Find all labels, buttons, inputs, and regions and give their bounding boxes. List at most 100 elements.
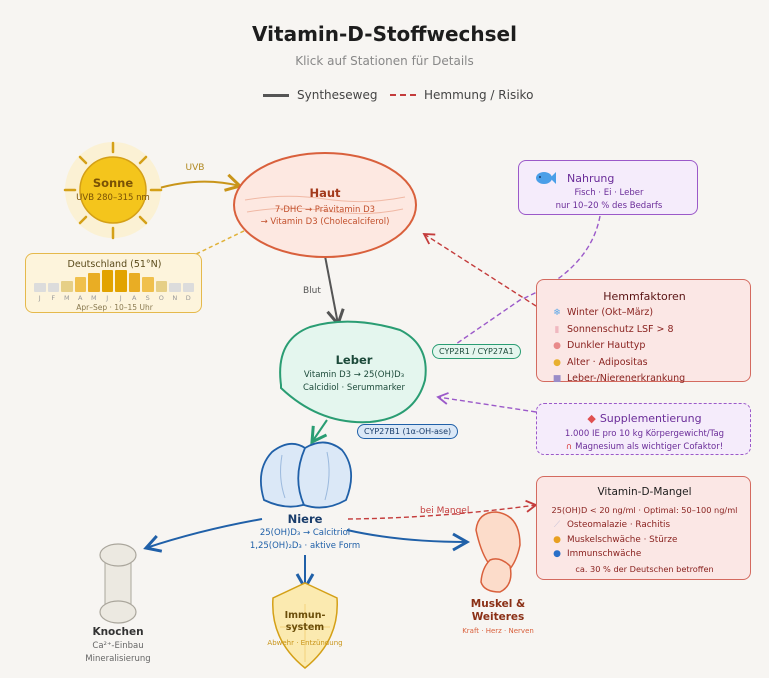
legend-item-hemmung: Hemmung / Risiko (390, 88, 533, 102)
knochen-title: Knochen (92, 626, 144, 638)
page-title: Vitamin-D-Stoffwechsel (252, 22, 517, 46)
node-knochen[interactable] (99, 543, 137, 624)
edge-leber-niere (310, 419, 328, 445)
immun-sub: Abwehr · Entzündung (267, 639, 343, 647)
sonne-sub: UVB 280–315 nm (76, 193, 150, 203)
supplement-card[interactable]: ◆Supplementierung 1.000 IE pro 10 kg Kör… (536, 403, 751, 455)
palette-icon: ● (553, 341, 561, 351)
node-niere[interactable] (260, 441, 352, 509)
nahrung-card[interactable]: Nahrung Fisch · Ei · Leber nur 10–20 % d… (518, 160, 698, 215)
page-subtitle: Klick auf Stationen für Details (295, 54, 474, 68)
hemmfaktoren-list: ❄Winter (Okt–März) ▮Sonnenschutz LSF > 8… (537, 305, 752, 388)
legend-item-synthese: Syntheseweg (263, 88, 377, 102)
uv-bar-3 (74, 277, 86, 292)
hemm-item: ▮Sonnenschutz LSF > 8 (537, 322, 752, 339)
sun-rays-icon (63, 141, 163, 240)
month-label: A (132, 294, 137, 302)
edge-niere-muskel (346, 529, 471, 552)
muskel-title-1: Muskel & (470, 598, 526, 610)
uv-bar-7 (128, 273, 140, 292)
node-leber[interactable] (279, 320, 427, 424)
uv-bar-2 (61, 281, 73, 292)
hemmfaktoren-title: Hemmfaktoren (603, 290, 686, 303)
uv-bar-8 (142, 277, 154, 292)
muskel-sub: Kraft · Herz · Nerven (462, 627, 534, 635)
month-label: S (145, 294, 150, 302)
edge-label-uvb: UVB (185, 163, 205, 173)
enzyme-pill-niere[interactable]: CYP27B1 (1α-OH-ase) (357, 424, 459, 439)
mangel-title: Vitamin-D-Mangel (597, 486, 692, 498)
shield-icon: ● (553, 549, 561, 559)
edge-niere-knochen (143, 518, 263, 553)
uv-bar-4 (88, 273, 100, 292)
edge-deutschland-haut (189, 227, 251, 258)
muscle-icon: ● (553, 534, 561, 545)
supplement-title-row: ◆Supplementierung (587, 412, 702, 425)
mangel-item: ⟋Osteomalazie · Rachitis (537, 518, 752, 533)
mangel-item: ●Muskelschwäche · Stürze (537, 533, 752, 548)
supplement-line2-row: ∩Magnesium als wichtiger Cofaktor! (565, 442, 724, 452)
edge-sonne-haut (155, 173, 243, 192)
month-label: D (185, 294, 191, 302)
nahrung-line1: Fisch · Ei · Leber (574, 188, 644, 198)
node-muskel[interactable] (475, 511, 521, 593)
haut-line2: → Vitamin D3 (Cholecalciferol) (260, 217, 390, 227)
node-sonne[interactable] (63, 141, 163, 240)
leber-line2: Calcidiol · Serummarker (302, 383, 406, 393)
hemm-item: ■Leber-/Nierenerkrankung (537, 371, 752, 388)
uv-bar-9 (155, 281, 167, 292)
legend-label: Hemmung / Risiko (424, 88, 534, 102)
mangel-item: ●Immunschwäche (537, 547, 752, 562)
uv-season-bars (34, 270, 194, 292)
mangel-line1: 25(OH)D < 20 ng/ml · Optimal: 50–100 ng/… (551, 505, 738, 515)
node-immunsystem[interactable] (272, 582, 338, 669)
mangel-list: ⟋Osteomalazie · Rachitis ●Muskelschwäche… (537, 518, 752, 562)
month-label: M (63, 294, 70, 302)
nahrung-title: Nahrung (567, 172, 615, 185)
edge-supplement-leber (436, 392, 537, 413)
hemm-item: ●Dunkler Hauttyp (537, 338, 752, 355)
sunscreen-icon: ▮ (554, 324, 560, 335)
deutschland-title: Deutschland (51°N) (67, 259, 162, 270)
uv-bar-0 (34, 283, 46, 292)
bone-icon: ⟋ (553, 520, 561, 530)
knochen-line2: Mineralisierung (85, 654, 151, 664)
pill-icon: ◆ (587, 412, 596, 425)
immun-title-1: Immun- (284, 610, 326, 621)
knochen-line1: Ca²⁺-Einbau (92, 641, 144, 651)
supplement-line1: 1.000 IE pro 10 kg Körpergewicht/Tag (564, 429, 725, 439)
mangel-card[interactable]: Vitamin-D-Mangel 25(OH)D < 20 ng/ml · Op… (536, 476, 751, 580)
month-label: N (172, 294, 178, 302)
magnet-icon: ∩ (565, 442, 573, 452)
haut-line1: 7-DHC → Prävitamin D3 (274, 205, 376, 215)
snowflake-icon: ❄ (553, 308, 561, 318)
uv-bar-10 (169, 283, 181, 292)
hemmfaktoren-card[interactable]: Hemmfaktoren ❄Winter (Okt–März) ▮Sonnens… (536, 279, 751, 384)
month-label: O (158, 294, 164, 302)
uv-bar-1 (47, 283, 59, 292)
mangel-footer: ca. 30 % der Deutschen betroffen (575, 564, 714, 574)
legend-solid-line (263, 93, 289, 97)
edge-label-blut: Blut (303, 286, 321, 296)
immun-title-2: system (285, 622, 325, 633)
niere-line1: 25(OH)D₃ → Calcitriol (259, 528, 351, 538)
uv-bar-6 (115, 270, 127, 292)
uv-bar-11 (182, 283, 194, 292)
month-label: F (51, 294, 56, 302)
hemm-item: ●Alter · Adipositas (537, 355, 752, 372)
fish-icon (535, 170, 556, 184)
edge-hemm-haut (422, 233, 537, 307)
edge-haut-leber (324, 255, 345, 327)
niere-title: Niere (287, 512, 323, 526)
enzyme-pill-leber[interactable]: CYP2R1 / CYP27A1 (432, 344, 521, 359)
deutschland-footer: Apr–Sep · 10–15 Uhr (76, 303, 153, 312)
niere-line2: 1,25(OH)₂D₃ · aktive Form (249, 541, 361, 551)
haut-title: Haut (309, 186, 341, 200)
leber-title: Leber (335, 353, 373, 367)
month-label: J (106, 294, 109, 302)
node-haut[interactable] (233, 152, 417, 258)
sonne-title: Sonne (92, 176, 134, 190)
